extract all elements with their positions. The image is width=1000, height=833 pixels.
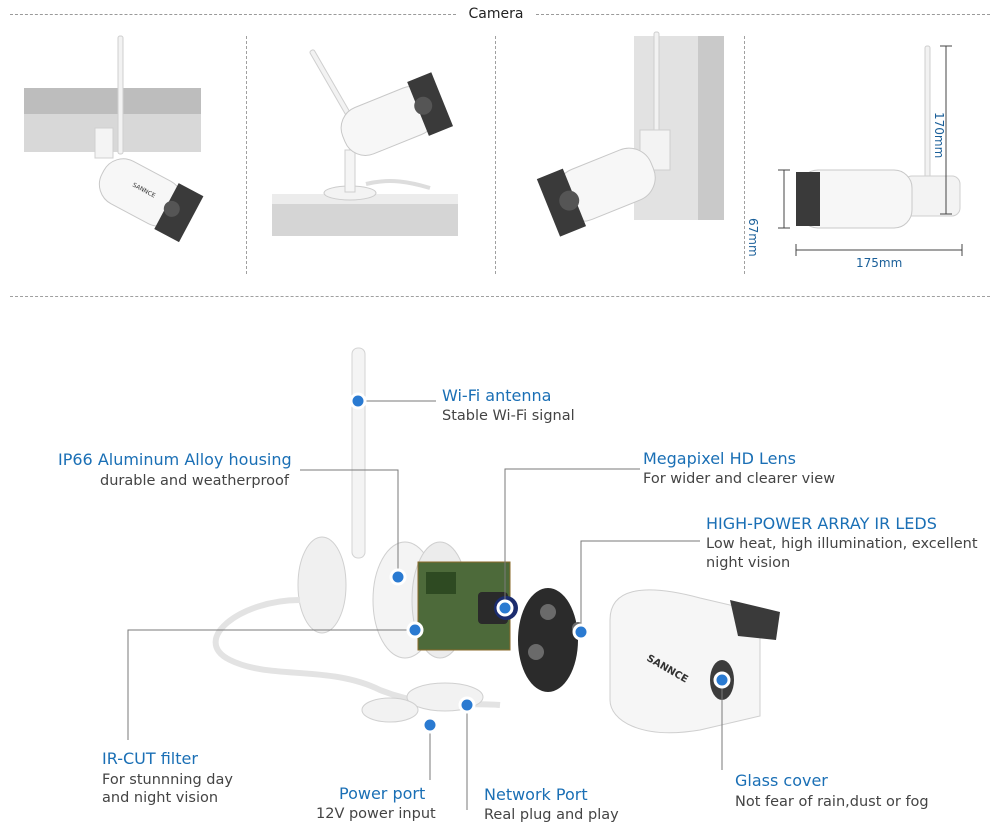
section-divider xyxy=(10,296,990,297)
housing-sub: durable and weatherproof xyxy=(100,473,290,489)
camera-visor xyxy=(154,183,204,243)
power-plug xyxy=(361,697,419,723)
ir-leds-sub-1: Low heat, high illumination, excellent xyxy=(706,536,978,552)
wall-plate-side xyxy=(698,36,724,220)
ir-led-board xyxy=(518,588,578,692)
dot-wifi xyxy=(349,392,367,410)
power-port-title: Power port xyxy=(339,784,426,803)
leader-housing xyxy=(300,469,399,577)
wifi-antenna-title: Wi-Fi antenna xyxy=(442,386,552,405)
antenna xyxy=(351,347,366,559)
ceiling-plate-top xyxy=(24,88,201,114)
dot-ir xyxy=(572,623,590,641)
ircut-sub-1: For stunnning day xyxy=(102,772,233,788)
housing-title: IP66 Aluminum Alloy housing xyxy=(58,450,292,469)
divider-3 xyxy=(744,36,745,274)
camera-ceiling-mount-image: SANNCE xyxy=(24,35,204,243)
camera-dimensions-image xyxy=(778,45,963,256)
leader-ir xyxy=(580,540,700,632)
section-title: Camera xyxy=(456,6,536,22)
cable xyxy=(365,179,431,190)
chip xyxy=(426,572,456,594)
mount-bracket xyxy=(94,127,114,159)
dot-lens xyxy=(496,599,514,617)
dot-glass xyxy=(713,671,731,689)
ir-leds-title: HIGH-POWER ARRAY IR LEDS xyxy=(706,514,937,533)
ircut-sub-2: and night vision xyxy=(102,790,219,806)
ir-led-1 xyxy=(540,604,556,620)
leader-lens xyxy=(504,468,640,608)
wifi-antenna-sub: Stable Wi-Fi signal xyxy=(442,408,575,424)
camera-floor-mount-image xyxy=(272,49,458,236)
divider-1 xyxy=(246,36,247,274)
camera-lens xyxy=(163,200,180,217)
lens-sub: For wider and clearer view xyxy=(643,471,836,487)
front-visor xyxy=(730,600,780,640)
wall-mount xyxy=(297,536,347,634)
power-port-sub: 12V power input xyxy=(316,806,436,822)
glass-cover-sub: Not fear of rain,dust or fog xyxy=(735,794,929,810)
lens-title: Megapixel HD Lens xyxy=(643,449,796,468)
ir-led-2 xyxy=(528,644,544,660)
header-line-left xyxy=(10,14,456,15)
camera-wall-mount-image xyxy=(536,31,724,237)
network-port-sub: Real plug and play xyxy=(484,807,619,823)
network-port-title: Network Port xyxy=(484,785,588,804)
camera-visor xyxy=(796,172,820,226)
glass-cover-title: Glass cover xyxy=(735,771,828,790)
header-line-right xyxy=(536,14,990,15)
dot-network xyxy=(458,696,476,714)
leader-ircut xyxy=(127,629,415,740)
section-header: Camera xyxy=(0,4,1000,24)
length-dimension: 175mm xyxy=(856,256,903,270)
dot-ircut xyxy=(406,621,424,639)
ircut-title: IR-CUT filter xyxy=(102,749,198,768)
camera-lens xyxy=(559,190,580,211)
dot-power xyxy=(421,716,439,734)
antenna xyxy=(117,35,124,155)
dot-housing xyxy=(389,568,407,586)
ir-leds-sub-2: night vision xyxy=(706,555,791,571)
mount-stem xyxy=(344,149,356,193)
camera-lens xyxy=(414,96,433,115)
divider-2 xyxy=(495,36,496,274)
